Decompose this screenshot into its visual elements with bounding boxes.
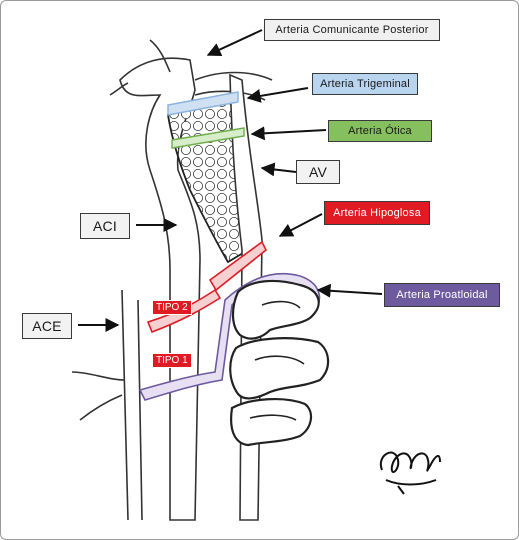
label-comunicante-posterior: Arteria Comunicante Posterior xyxy=(264,19,440,41)
aci-upper-branch xyxy=(109,39,273,101)
label-hipoglosa: Arteria Hipoglosa xyxy=(324,201,430,225)
label-aci: ACI xyxy=(80,213,130,239)
trigeminal-artery xyxy=(167,91,239,116)
ace-vessel xyxy=(71,289,143,521)
arrow-trigeminal-icon xyxy=(246,87,309,103)
label-proatloidal: Arteria Proatloidal xyxy=(384,283,500,307)
label-ace: ACE xyxy=(22,313,72,339)
label-av: AV xyxy=(296,160,340,184)
aci-vessel xyxy=(119,57,201,521)
arrow-hipoglosa-icon xyxy=(278,213,323,237)
hypoglossal-artery xyxy=(208,240,268,292)
arrow-proatloidal-icon xyxy=(316,283,383,298)
label-trigeminal: Arteria Trigeminal xyxy=(312,73,418,95)
tag-tipo1: TIPO 1 xyxy=(152,353,192,368)
signature-mark xyxy=(379,451,441,495)
vertebra-outline-inner xyxy=(249,300,305,421)
arrow-otica-icon xyxy=(250,126,327,141)
arrow-av-icon xyxy=(260,162,297,177)
c3-vertebra xyxy=(230,397,313,447)
label-otica: Arteria Ótica xyxy=(328,120,432,142)
axis-vertebra xyxy=(229,337,330,400)
otic-artery xyxy=(171,127,245,149)
tag-tipo2: TIPO 2 xyxy=(152,300,192,315)
atlas-vertebra xyxy=(231,279,320,340)
arrow-comunicante-posterior-icon xyxy=(206,29,263,57)
